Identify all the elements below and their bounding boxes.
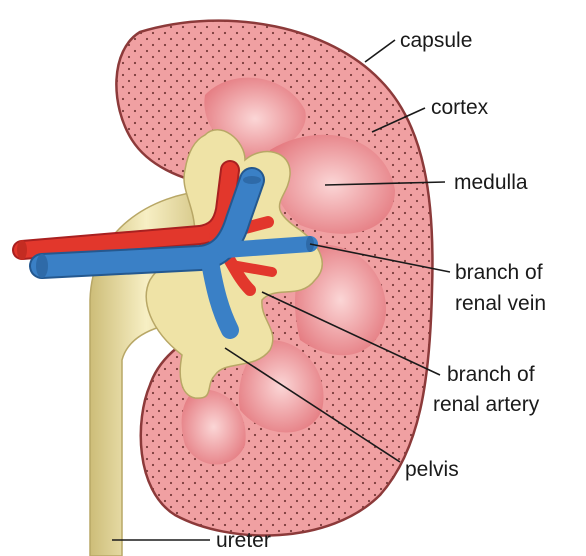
label-renal-artery-line2: renal artery <box>433 393 540 416</box>
label-renal-vein-line1: branch of <box>455 261 543 284</box>
label-ureter: ureter <box>216 529 271 552</box>
label-renal-vein-line2: renal vein <box>455 292 546 315</box>
label-cortex: cortex <box>431 96 489 119</box>
label-medulla: medulla <box>454 171 528 194</box>
label-pelvis: pelvis <box>405 458 459 481</box>
label-capsule: capsule <box>400 29 472 52</box>
label-renal-artery-line1: branch of <box>447 363 535 386</box>
